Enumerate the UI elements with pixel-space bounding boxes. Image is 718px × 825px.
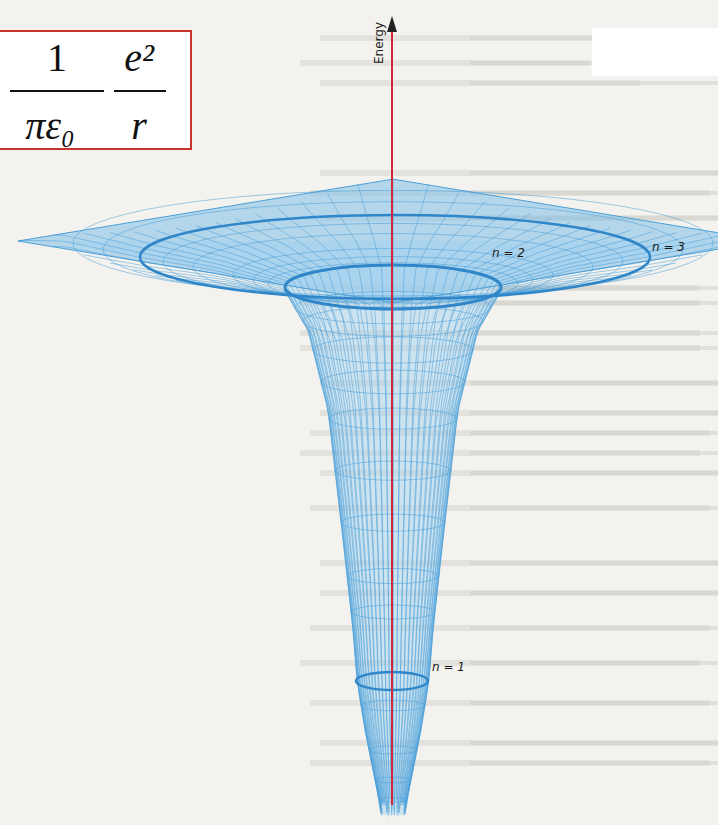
mesh-meridian bbox=[301, 201, 389, 808]
mesh-meridian bbox=[407, 233, 702, 799]
mesh-meridian bbox=[398, 294, 509, 817]
page-text-line bbox=[320, 170, 718, 176]
page-text-line bbox=[470, 471, 718, 475]
mesh-meridian bbox=[394, 295, 428, 815]
mesh-meridian bbox=[84, 233, 379, 799]
fraction-bar bbox=[114, 90, 166, 92]
mesh-meridian bbox=[110, 233, 381, 810]
orbit-n3 bbox=[140, 215, 650, 299]
page-text-line bbox=[470, 191, 718, 195]
mesh-meridian bbox=[404, 232, 653, 814]
mesh-meridian bbox=[176, 228, 382, 803]
page-text-line bbox=[470, 81, 718, 85]
mesh-meridian bbox=[215, 287, 384, 805]
mesh-meridian bbox=[196, 225, 383, 802]
plane-border bbox=[18, 179, 718, 303]
page-text-line bbox=[470, 561, 718, 565]
axis-label: Energy bbox=[372, 22, 386, 64]
mesh-meridian bbox=[404, 228, 610, 803]
mesh-meridian bbox=[134, 232, 383, 814]
mesh-meridian bbox=[405, 233, 676, 810]
mesh-meridian bbox=[357, 185, 391, 812]
page-text-line bbox=[470, 171, 718, 175]
mesh-meridian bbox=[405, 235, 718, 813]
mesh-meridian bbox=[406, 240, 718, 807]
mesh-meridian bbox=[404, 280, 610, 805]
page-text-line bbox=[470, 431, 718, 435]
mesh-meridian bbox=[404, 230, 631, 810]
page-text-line bbox=[470, 451, 718, 455]
formula-term: r bbox=[131, 106, 147, 146]
mesh-meridian bbox=[235, 218, 385, 802]
mesh-meridian bbox=[18, 240, 380, 807]
formula-term: e² bbox=[124, 38, 154, 78]
page-text-line bbox=[470, 346, 718, 350]
page-text-line bbox=[470, 331, 718, 335]
mesh-meridian bbox=[155, 230, 382, 810]
page-text-line bbox=[470, 701, 718, 705]
page-text-line bbox=[470, 626, 718, 630]
page-text-line bbox=[470, 661, 718, 665]
mesh-meridian bbox=[405, 247, 718, 814]
energy-axis bbox=[387, 16, 397, 805]
mesh-meridian bbox=[196, 284, 383, 805]
level-label: n = 2 bbox=[492, 246, 525, 260]
mesh-meridian bbox=[403, 225, 590, 802]
mesh-meridian bbox=[396, 295, 459, 801]
formula-term: πε₀ bbox=[25, 106, 75, 146]
funnel-mesh bbox=[18, 179, 718, 817]
page-text-line bbox=[470, 506, 718, 510]
white-patch bbox=[592, 28, 718, 76]
level-label: n = 3 bbox=[652, 240, 685, 254]
page-text-line bbox=[470, 301, 718, 305]
formula-term: 1 bbox=[47, 38, 67, 78]
mesh-meridian bbox=[327, 295, 390, 801]
page-text-line bbox=[470, 761, 718, 765]
page-text-line bbox=[470, 591, 718, 595]
mesh-meridian bbox=[327, 193, 390, 797]
page-text-line bbox=[470, 741, 718, 745]
mesh-meridian bbox=[54, 235, 381, 813]
page-text-line bbox=[470, 381, 718, 385]
mesh-meridian bbox=[235, 290, 385, 806]
page-text-line bbox=[470, 411, 718, 415]
fraction-bar bbox=[10, 90, 104, 92]
mesh-meridian bbox=[401, 290, 551, 806]
mesh-meridian bbox=[403, 284, 590, 805]
mesh-meridian bbox=[84, 255, 379, 800]
mesh-meridian bbox=[176, 280, 382, 805]
mesh-meridian bbox=[402, 287, 571, 805]
formula-box: 1 πε₀ e² r bbox=[0, 30, 192, 150]
level-label: n = 1 bbox=[432, 660, 465, 674]
